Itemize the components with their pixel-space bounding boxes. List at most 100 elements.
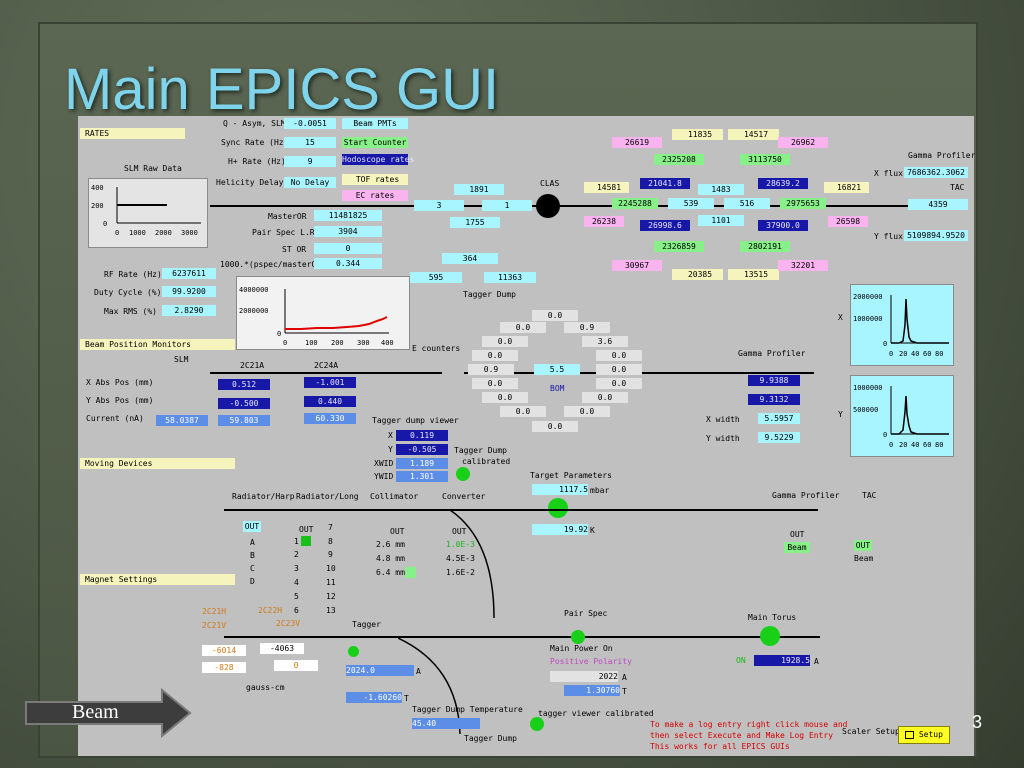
magnet-2c21h: 2C21H [202,607,227,616]
main-torus-led [760,626,780,646]
gp-device-state[interactable]: Beam [784,542,810,553]
hist-y-xtick: 60 [923,441,931,449]
harp-option[interactable]: A [250,538,255,547]
tagger-dump-label-2: Tagger Dump [464,734,517,743]
radiator-long-option[interactable]: 3 [294,564,299,573]
bpm-slm-label: SLM [174,355,189,364]
radiator-long-option[interactable]: 12 [326,592,336,601]
collimator-option[interactable]: 4.8 mm [376,554,405,563]
rates-section-header: RATES [80,128,185,139]
collimator-option[interactable]: 6.4 mm [376,568,405,577]
main-torus-on-label: ON [736,656,746,665]
tac-device-out[interactable]: OUT [854,540,872,551]
setup-button[interactable]: Setup [898,726,950,744]
harp-option[interactable]: C [250,564,255,573]
tof-rates-button[interactable]: TOF rates [342,174,408,185]
tac-device-state: Beam [854,554,874,563]
collimator-out[interactable]: OUT [390,527,405,536]
current-label: Current (nA) [86,414,144,423]
counter-364: 364 [442,253,498,264]
target-pressure-value: 1117.5 [532,484,588,495]
radiator-long-out[interactable]: OUT [299,525,314,534]
ec-rates-button[interactable]: EC rates [342,190,408,201]
radiator-long-option[interactable]: 1 [294,537,299,546]
y-abs-pos-2c24a: 0.440 [304,396,356,407]
viewer-ywid-value: 1.301 [396,471,448,482]
counter-2245288: 2245288 [612,198,658,209]
main-power-label: Main Power On [550,644,613,653]
gamma-profiler-title: Gamma Profiler [908,151,976,160]
sync-rate-label: Sync Rate (Hz) [221,138,289,147]
hodoscope-rates-button[interactable]: Hodoscope rates [342,154,415,165]
bom-cell: 0.0 [482,392,528,403]
counter-26598: 26598 [828,216,868,227]
gamma-profiler-device-header: Gamma Profiler [772,491,840,500]
counter-1101: 1101 [698,215,744,226]
slm-xtick: 3000 [181,229,198,237]
slm-raw-plot: 400 200 0 0 1000 2000 3000 [88,178,208,248]
bom-cell: 0.0 [532,421,578,432]
x-abs-pos-label: X Abs Pos (mm) [86,378,154,387]
duty-cycle-label: Duty Cycle (%) [94,288,162,297]
slm-ytick: 400 [91,184,104,192]
radiator-long-option[interactable]: 2 [294,550,299,559]
harp-option[interactable]: B [250,551,255,560]
target-temp-value: 19.92 [532,524,588,535]
ratio-xtick: 100 [305,339,318,347]
slm-raw-svg: 400 200 0 0 1000 2000 3000 [91,184,201,237]
hist-y-xtick: 80 [935,441,943,449]
rf-rate-value: 6237611 [162,268,216,279]
converter-option[interactable]: 1.6E-2 [446,568,475,577]
slm-xtick: 0 [115,229,119,237]
hist-x-ytick: 2000000 [853,293,883,301]
harp-out-button[interactable]: OUT [243,521,261,532]
beam-nav-arrow[interactable] [24,688,192,738]
magnet-2c23v-value[interactable]: 0 [274,660,318,671]
tagger-dump-temp-value: 45.40 [412,718,480,729]
radiator-long-option[interactable]: 10 [326,564,336,573]
duty-cycle-value: 99.9200 [162,286,216,297]
harp-option[interactable]: D [250,577,255,586]
magnet-2c23v: 2C23V [276,619,301,628]
counter-1483: 1483 [698,184,744,195]
converter-option[interactable]: 4.5E-3 [446,554,475,563]
radiator-long-selected-indicator [301,536,311,546]
beam-pmts-button[interactable]: Beam PMTs [342,118,408,129]
hist-y-xtick: 0 [889,441,893,449]
bom-cell: 0.0 [472,378,518,389]
hist-x-axis-label: X [838,313,843,322]
radiator-long-option[interactable]: 8 [328,537,333,546]
collimator-option[interactable]: 2.6 mm [376,540,405,549]
tagger-dump-calib-2: calibrated [462,457,511,466]
radiator-long-option[interactable]: 9 [328,550,333,559]
radiator-long-option[interactable]: 6 [294,606,299,615]
radiator-long-option[interactable]: 7 [328,523,333,532]
radiator-long-option[interactable]: 5 [294,592,299,601]
counter-2975653: 2975653 [780,198,826,209]
start-counter-button[interactable]: Start Counter [342,137,408,148]
pspec-ratio-value: 0.344 [314,258,382,269]
hist-y-xtick: 40 [911,441,919,449]
radiator-long-option[interactable]: 4 [294,578,299,587]
gp-device-out[interactable]: OUT [790,530,805,539]
converter-option[interactable]: 1.0E-3 [446,540,475,549]
viewer-calibrated-led [530,717,544,731]
bpm-col1-header: 2C21A [240,361,265,370]
beam-nav-label[interactable]: Beam [72,701,119,723]
magnet-2c21v-value[interactable]: -828 [202,662,246,673]
bom-cell: 0.0 [482,336,528,347]
counter-21041: 21041.8 [640,178,690,189]
master-or-value: 11481825 [314,210,382,221]
tac-label: TAC [950,183,965,192]
radiator-long-option[interactable]: 13 [326,606,336,615]
converter-out[interactable]: OUT [452,527,467,536]
beamline-main [210,205,910,207]
magnet-2c22h-value[interactable]: -4063 [260,643,304,654]
magnet-2c21h-value[interactable]: -6014 [202,645,246,656]
counter-2325208: 2325208 [654,154,704,165]
counter-26238: 26238 [584,216,624,227]
tagger-current-unit: A [416,667,421,676]
radiator-long-option[interactable]: 11 [326,578,336,587]
collimator-selected-indicator [405,567,416,578]
bpm-section-header: Beam Position Monitors [80,339,235,350]
